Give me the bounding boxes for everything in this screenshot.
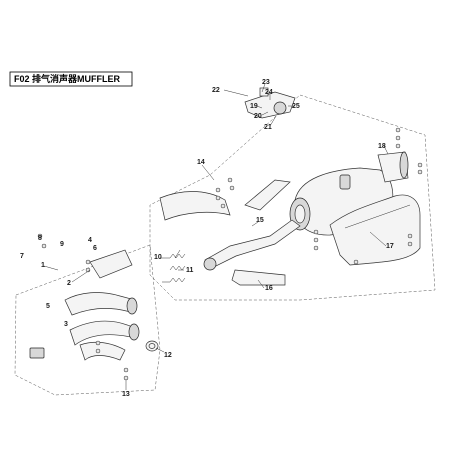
callout-23: 23 [262, 79, 270, 86]
sensor-plug [29, 347, 45, 359]
heat-shield-right [329, 194, 421, 266]
callout-24: 24 [265, 89, 273, 96]
callout-4: 4 [88, 237, 92, 244]
callout-6: 6 [93, 245, 97, 252]
callout-9: 9 [60, 241, 64, 248]
callout-21: 21 [264, 124, 272, 131]
callout-22: 22 [212, 87, 220, 94]
springs [169, 253, 186, 283]
title-box: F02 排气消声器MUFFLER [9, 71, 133, 87]
callout-7: 7 [20, 253, 24, 260]
mid-pipe [203, 179, 301, 271]
main-muffler-group-outline [149, 94, 436, 301]
heat-shield-mid [159, 191, 231, 221]
callout-16: 16 [265, 285, 273, 292]
bracket-16 [231, 269, 286, 286]
callout-18: 18 [378, 143, 386, 150]
callout-10: 10 [154, 254, 162, 261]
group-outlines [14, 94, 436, 396]
callout-14: 14 [197, 159, 205, 166]
leader-lines [43, 83, 389, 390]
callout-25: 25 [292, 103, 300, 110]
callout-15: 15 [256, 217, 264, 224]
diagram-title: F02 排气消声器MUFFLER [14, 73, 121, 84]
callout-2: 2 [67, 280, 71, 287]
header-pipes [64, 292, 140, 361]
bolts [37, 127, 423, 381]
callout-1: 1 [41, 262, 45, 269]
callout-20: 20 [254, 113, 262, 120]
callout-3: 3 [64, 321, 68, 328]
callout-labels: 1 2 3 4 5 6 7 8 9 10 11 12 13 14 15 16 1… [20, 79, 394, 398]
callout-13: 13 [122, 391, 130, 398]
header-heat-shield [89, 249, 133, 279]
callout-19: 19 [250, 103, 258, 110]
callout-17: 17 [386, 243, 394, 250]
tail-pipe [377, 151, 409, 183]
callout-8: 8 [38, 235, 42, 242]
gasket-12 [145, 340, 159, 352]
callout-11: 11 [186, 267, 194, 274]
callout-5: 5 [46, 303, 50, 310]
header-pipe-group-outline [14, 244, 161, 396]
callout-12: 12 [164, 352, 172, 359]
top-bracket-assembly [244, 87, 296, 119]
